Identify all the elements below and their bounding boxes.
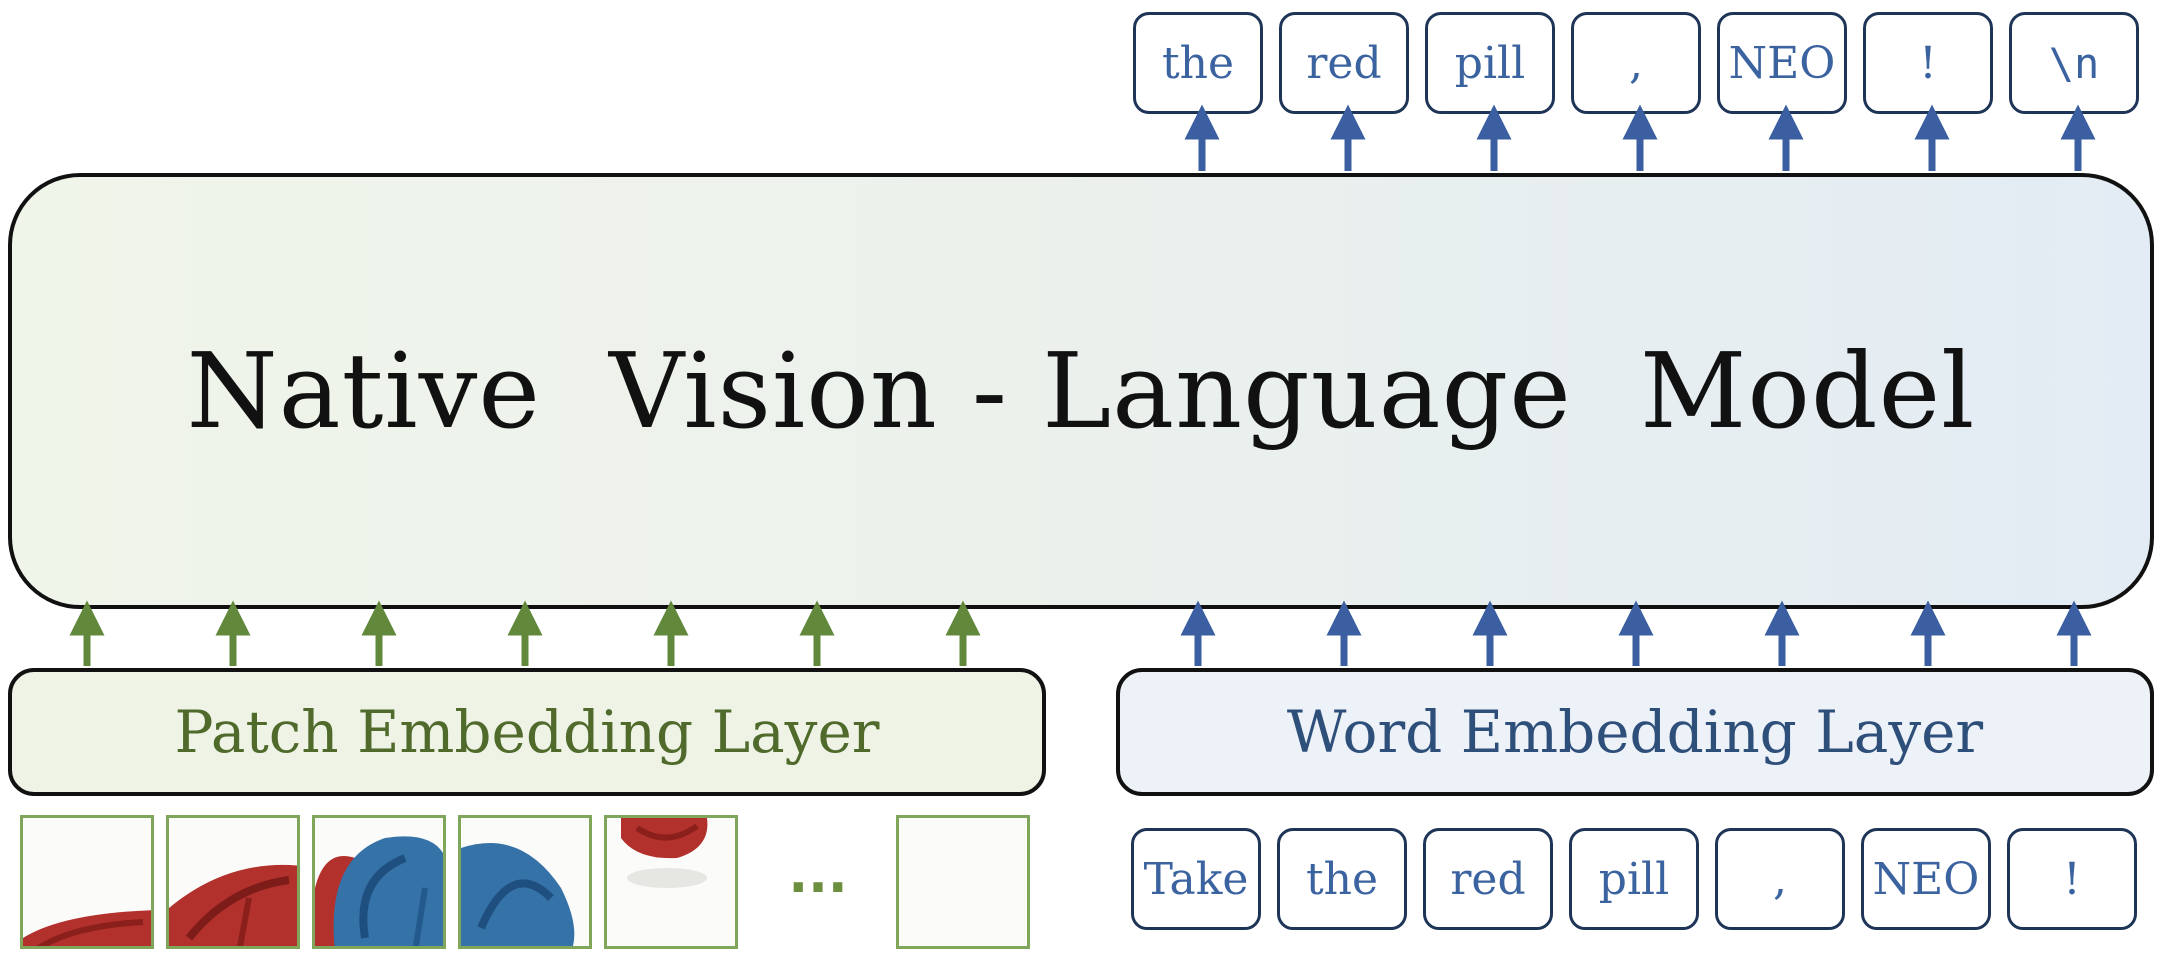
input-token: red bbox=[1423, 828, 1553, 930]
pill-fragment-image bbox=[315, 836, 443, 946]
input-token: , bbox=[1715, 828, 1845, 930]
input-token: Take bbox=[1131, 828, 1261, 930]
output-token: ! bbox=[1863, 12, 1993, 114]
image-patch bbox=[458, 815, 592, 949]
patch-embedding-layer: Patch Embedding Layer bbox=[8, 668, 1046, 796]
image-patch bbox=[166, 815, 300, 949]
input-token: ! bbox=[2007, 828, 2137, 930]
output-token: NEO bbox=[1717, 12, 1847, 114]
output-token: pill bbox=[1425, 12, 1555, 114]
pill-fragment-image bbox=[461, 843, 575, 946]
word-embedding-label: Word Embedding Layer bbox=[1286, 698, 1984, 766]
image-patch bbox=[20, 815, 154, 949]
output-arrows bbox=[1184, 104, 2096, 171]
input-token: NEO bbox=[1861, 828, 1991, 930]
pill-fragment-image bbox=[621, 818, 708, 888]
image-patch bbox=[604, 815, 738, 949]
pill-fragment-image bbox=[169, 864, 297, 946]
word-arrows bbox=[1180, 600, 2092, 666]
image-patch bbox=[312, 815, 446, 949]
output-token: , bbox=[1571, 12, 1701, 114]
patch-arrows bbox=[69, 600, 981, 666]
output-token: the bbox=[1133, 12, 1263, 114]
patch-ellipsis: ... bbox=[788, 845, 848, 905]
native-vlm-box: Native Vision - Language Model bbox=[8, 173, 2154, 609]
word-embedding-layer: Word Embedding Layer bbox=[1116, 668, 2154, 796]
input-token: the bbox=[1277, 828, 1407, 930]
input-token: pill bbox=[1569, 828, 1699, 930]
model-title: Native Vision - Language Model bbox=[186, 330, 1976, 452]
image-patch-blank bbox=[896, 815, 1030, 949]
pill-fragment-image bbox=[23, 910, 151, 946]
patch-embedding-label: Patch Embedding Layer bbox=[174, 698, 880, 766]
